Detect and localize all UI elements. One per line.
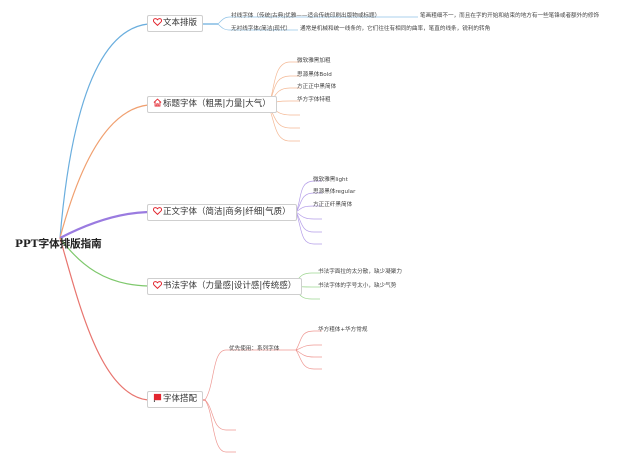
branch-1-subconnectors [217,16,418,31]
leaf-serif[interactable]: 衬线字体（传统|古典|优雅——适合传统印刷出版物或标题） [231,13,381,19]
branch-line-4 [59,237,292,287]
topic-calligraphy-font[interactable]: 书法字体（力量感|设计感|传统感） [147,278,303,295]
topic-body-font[interactable]: 正文字体（简洁|商务|纤细|气质） [147,204,297,221]
branch-5-subconnectors [204,330,322,453]
leaf-body-font-1[interactable]: 微软雅黑light [313,177,348,183]
heart-icon [152,279,163,294]
branch-line-2 [59,104,268,239]
topic-text-layout[interactable]: 文本排版 [147,15,204,32]
flag-icon [152,392,163,407]
leaf-sans[interactable]: 无衬线字体(简洁|现代） [231,26,292,32]
leaf-pairing-example[interactable]: 华方粗体+华方常规 [318,327,368,333]
branch-line-3 [59,210,296,239]
heart-icon [152,16,163,31]
leaf-title-font-1[interactable]: 微软雅黑加粗 [297,58,331,64]
leaf-calligraphy-1[interactable]: 书法字面拉的太分散，缺少凝聚力 [318,269,402,275]
leaf-title-font-2[interactable]: 思源黑体Bold [297,72,332,78]
topic-label: 标题字体（粗黑|力量|大气） [163,99,271,109]
topic-label: 字体搭配 [163,394,198,404]
branch-3-subconnectors [295,180,322,245]
branch-line-5 [59,237,205,401]
root-topic[interactable]: PPT字体排版指南 [15,238,102,250]
leaf-serif-desc[interactable]: 笔画粗细不一，而且在字的开始和结束的地方有一些笔锋或者额外的修饰 [420,13,600,19]
topic-title-font[interactable]: 标题字体（粗黑|力量|大气） [147,96,277,113]
leaf-pairing-series[interactable]: 优先使用：系列字体 [229,346,280,352]
topic-label: 书法字体（力量感|设计感|传统感） [163,281,297,291]
topic-font-pairing[interactable]: 字体搭配 [147,391,204,408]
leaf-body-font-2[interactable]: 思源黑体regular [313,189,356,195]
leaf-body-font-3[interactable]: 方正正纤黑简体 [313,202,353,208]
leaf-calligraphy-2[interactable]: 书法字体的字号太小，缺少气势 [318,283,397,289]
branch-line-1 [59,23,218,239]
topic-label: 正文字体（简洁|商务|纤细|气质） [163,207,291,217]
home-icon [152,97,163,112]
topic-label: 文本排版 [163,18,198,28]
leaf-title-font-3[interactable]: 方正正中黑简体 [297,84,337,90]
leaf-title-font-4[interactable]: 华方字体特粗 [297,97,331,103]
leaf-sans-desc[interactable]: 通常是机械和统一线条的，它们往往有相同的曲率，笔直的线条，锐利的转角 [300,26,491,32]
heart-icon [152,205,163,220]
